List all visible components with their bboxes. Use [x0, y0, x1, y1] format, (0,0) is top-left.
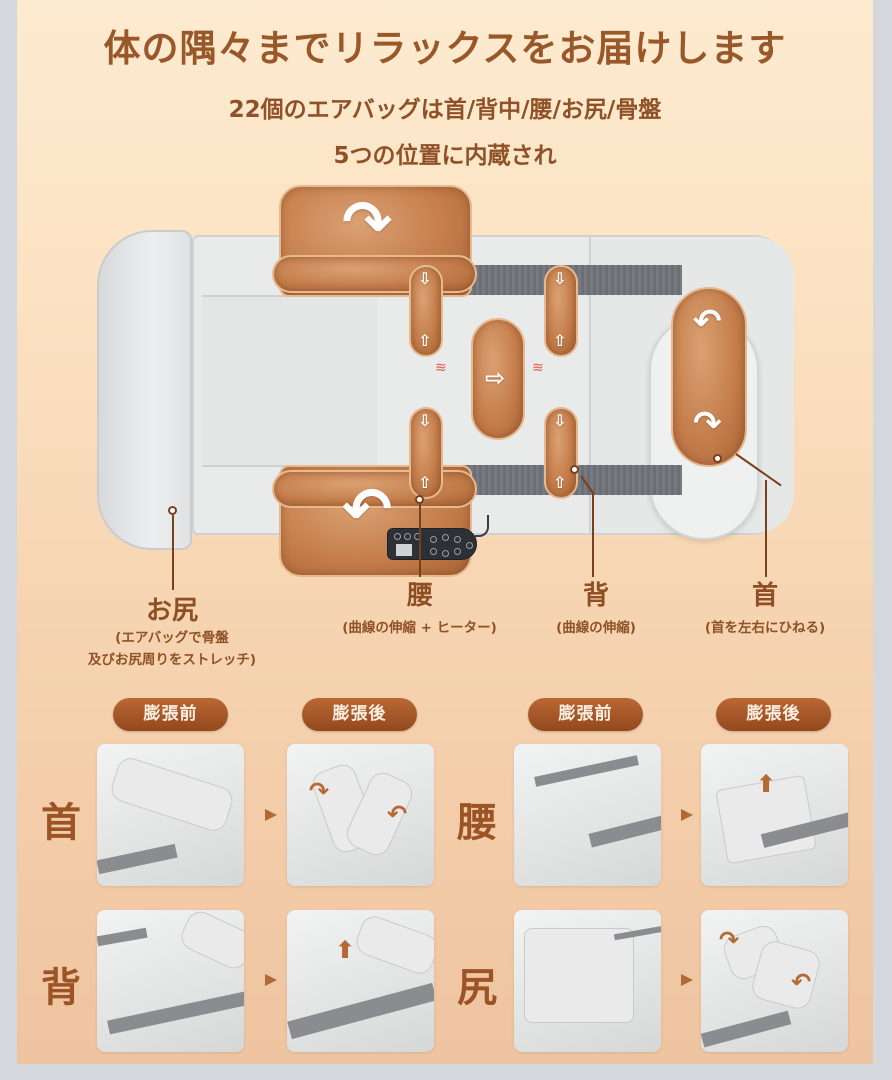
remote-screen [396, 544, 412, 556]
up-arrow-icon: ⬆ [335, 936, 356, 964]
seat-cushion [97, 230, 192, 550]
waist-before-photo [514, 744, 661, 886]
gray-stripe [588, 814, 661, 848]
back-leader-line [592, 492, 594, 577]
row-label-buttocks: 尻 [457, 965, 497, 1011]
buttocks-airbag-fold-top [272, 255, 477, 293]
rotate-ccw-icon: ↶ [693, 302, 722, 342]
arrow-down-icon: ⇩ [553, 411, 567, 430]
product-panel: 体の隅々までリラックスをお届けします 22個のエアバッグは首/背中/腰/お尻/骨… [17, 0, 873, 1064]
remote-button [430, 536, 437, 543]
remote-button [430, 548, 437, 555]
back-before-photo [97, 910, 244, 1052]
massage-mat-illustration: ↷ ↶ ⇩ ⇧ ⇩ ⇧ ⇩ ⇧ ⇩ ⇧ ⇨ ≋ ≋ [97, 185, 797, 577]
neck-marker [713, 454, 722, 463]
back-pad [176, 910, 244, 973]
remote-cable [475, 515, 489, 537]
row-label-neck: 首 [41, 800, 81, 846]
zone-desc-neck: (首を左右にひねる) [704, 620, 826, 636]
before-inflation-badge-right: 膨張前 [528, 698, 643, 731]
after-inflation-badge-left: 膨張後 [302, 698, 417, 731]
waist-marker [415, 495, 424, 504]
buttocks-before-photo [514, 910, 661, 1052]
zone-label-back: 背 [582, 581, 609, 611]
rotate-cw-icon: ↷ [693, 404, 722, 444]
back-marker [570, 465, 579, 474]
gray-stripe [534, 755, 639, 787]
remote-button [466, 542, 473, 549]
neck-leader-line [765, 480, 767, 577]
zone-label-neck: 首 [751, 581, 778, 611]
heat-wave: ≋ [532, 360, 544, 376]
arrow-down-icon: ⇩ [418, 269, 432, 288]
rotate-ccw-icon: ↶ [342, 475, 393, 545]
back-airbag-upper: ⇩ ⇧ [544, 265, 578, 357]
gray-stripe [97, 927, 148, 947]
center-strip [202, 295, 377, 467]
back-after-photo: ⬆ [287, 910, 434, 1052]
rotate-ccw-icon: ↶ [387, 800, 408, 828]
remote-button [454, 548, 461, 555]
zone-label-buttocks: お尻 [145, 596, 198, 626]
zone-desc-waist: (曲線の伸縮 + ヒーター) [342, 620, 497, 636]
back-pad-lifted [352, 912, 434, 978]
heat-waves-right-icon: ≋ [532, 360, 544, 376]
buttocks-pad-flat [524, 928, 634, 1023]
remote-button [394, 533, 401, 540]
buttocks-marker [168, 506, 177, 515]
subtitle-positions: 5つの位置に内蔵され [333, 143, 557, 169]
rotate-ccw-icon: ↶ [791, 968, 812, 996]
arrow-down-icon: ⇩ [418, 411, 432, 430]
gray-stripe [107, 991, 244, 1035]
waist-airbag-lower: ⇩ ⇧ [409, 407, 443, 499]
zone-desc-buttocks-line1: (エアバッグで骨盤 [115, 630, 229, 646]
remote-button [442, 550, 449, 557]
heat-waves-left-icon: ≋ [435, 360, 447, 376]
gray-stripe [287, 982, 434, 1040]
neck-airbag: ↶ ↷ [671, 287, 747, 467]
zone-desc-buttocks-line2: 及びお尻周りをストレッチ) [87, 652, 257, 668]
right-arrow-icon: ⇨ [485, 364, 506, 392]
gray-stripe [701, 1010, 792, 1048]
buttocks-after-photo: ↷ ↶ [701, 910, 848, 1052]
lumbar-heater-airbag: ⇨ [471, 318, 525, 440]
next-arrow-icon [265, 974, 277, 986]
row-label-back: 背 [41, 965, 81, 1011]
remote-button [442, 534, 449, 541]
next-arrow-icon [681, 809, 693, 821]
remote-controller [387, 528, 477, 560]
arrow-up-icon: ⇧ [418, 473, 432, 492]
headline: 体の隅々までリラックスをお届けします [103, 27, 787, 70]
remote-button [454, 536, 461, 543]
next-arrow-icon [265, 809, 277, 821]
before-inflation-badge-left: 膨張前 [113, 698, 228, 731]
rotate-cw-icon: ↷ [309, 777, 330, 805]
arrow-up-icon: ⇧ [418, 331, 432, 350]
rotate-cw-icon: ↷ [719, 926, 740, 954]
neck-before-photo [97, 744, 244, 886]
waist-after-photo: ⬆ [701, 744, 848, 886]
gray-stripe [97, 843, 178, 875]
subtitle-airbags: 22個のエアバッグは首/背中/腰/お尻/骨盤 [228, 97, 662, 123]
waist-airbag-upper: ⇩ ⇧ [409, 265, 443, 357]
buttocks-leader-line [172, 515, 174, 590]
neck-pad-flat [107, 754, 237, 835]
arrow-up-icon: ⇧ [553, 473, 567, 492]
back-airbag-lower: ⇩ ⇧ [544, 407, 578, 499]
after-inflation-badge-right: 膨張後 [716, 698, 831, 731]
waist-leader-line [419, 504, 421, 577]
arrow-down-icon: ⇩ [553, 269, 567, 288]
heat-wave: ≋ [435, 360, 447, 376]
rotate-cw-icon: ↷ [342, 188, 393, 258]
zone-desc-back: (曲線の伸縮) [556, 620, 636, 636]
arrow-up-icon: ⇧ [553, 331, 567, 350]
remote-button [404, 533, 411, 540]
neck-after-photo: ↷ ↶ [287, 744, 434, 886]
up-arrow-icon: ⬆ [756, 770, 777, 798]
zone-label-waist: 腰 [406, 581, 433, 611]
next-arrow-icon [681, 974, 693, 986]
row-label-waist: 腰 [457, 800, 497, 846]
